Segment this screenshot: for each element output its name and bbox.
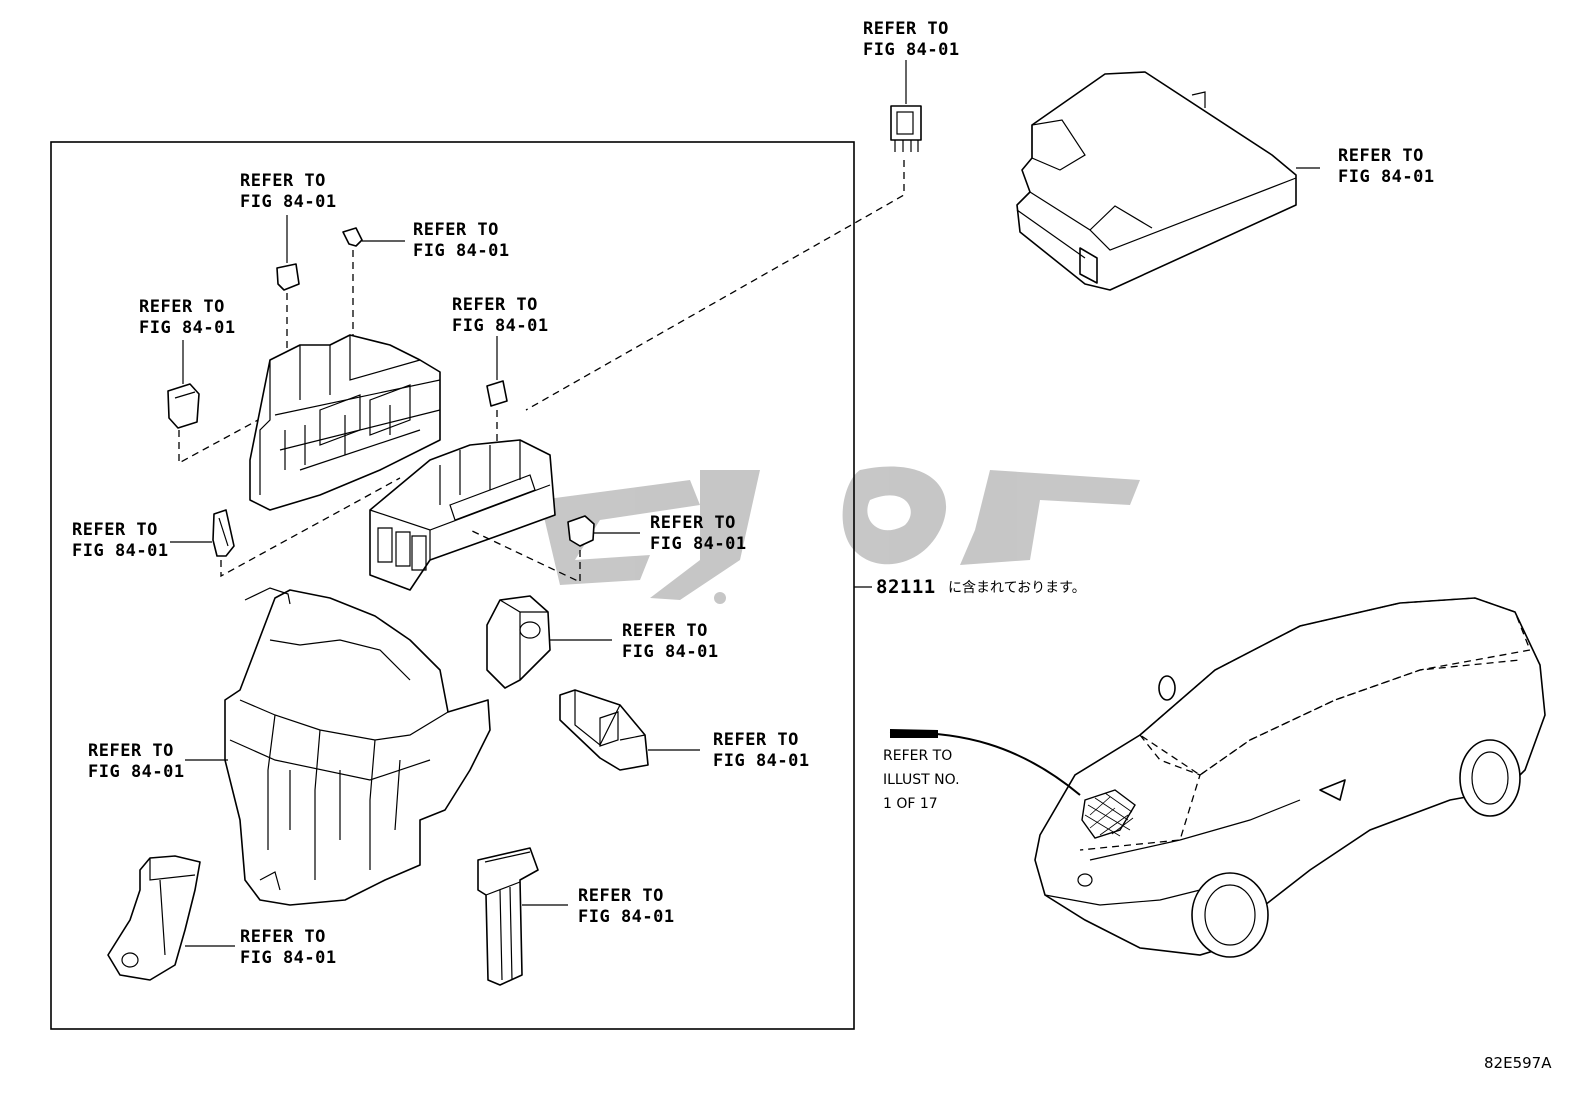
- callout-bracket-bottom-left: REFER TO FIG 84-01: [240, 927, 337, 968]
- callout-terminal-strip-line1: REFER TO: [578, 886, 664, 906]
- vehicle-ref-line3: 1 OF 17: [883, 796, 938, 812]
- connector-holder: [559, 689, 700, 771]
- callout-fuse-small-left: REFER TO FIG 84-01: [240, 171, 337, 212]
- callout-fuse-small-left-line2: FIG 84-01: [240, 192, 337, 212]
- callout-fuse-far-left-line2: FIG 84-01: [139, 318, 236, 338]
- part-note: に含まれております。: [948, 580, 1086, 596]
- fuse-small-left: [276, 215, 300, 350]
- callout-fuse-small-left-line1: REFER TO: [240, 171, 326, 191]
- callout-terminal-strip: REFER TO FIG 84-01: [578, 886, 675, 927]
- callout-connector-holder-line1: REFER TO: [713, 730, 799, 750]
- callout-bracket-bottom-left-line1: REFER TO: [240, 927, 326, 947]
- callout-connector-holder: REFER TO FIG 84-01: [713, 730, 810, 771]
- callout-clip-left-line1: REFER TO: [72, 520, 158, 540]
- fuse-center: [486, 336, 508, 445]
- callout-fuse-box-cover: REFER TO FIG 84-01: [1338, 146, 1435, 187]
- part-number-note: 82111 に含まれております。: [876, 576, 1086, 598]
- callout-box-lower-case: REFER TO FIG 84-01: [88, 741, 185, 782]
- callout-bracket-block-line2: FIG 84-01: [622, 642, 719, 662]
- callout-cover-line2: FIG 84-01: [1338, 167, 1435, 187]
- callout-top-relay: REFER TO FIG 84-01: [863, 19, 960, 60]
- vehicle-outline: [889, 597, 1546, 958]
- callout-puller-top-line1: REFER TO: [413, 220, 499, 240]
- callout-fuse-far-left: REFER TO FIG 84-01: [139, 297, 236, 338]
- box-lower-case: [185, 587, 491, 906]
- vehicle-reference: REFER TO ILLUST NO. 1 OF 17: [883, 748, 960, 812]
- callout-bracket-block: REFER TO FIG 84-01: [622, 621, 719, 662]
- fuse-right: [469, 515, 640, 584]
- callout-box-lower-case-line1: REFER TO: [88, 741, 174, 761]
- callout-box-lower-case-line2: FIG 84-01: [88, 762, 185, 782]
- callout-cover-line1: REFER TO: [1338, 146, 1424, 166]
- clip-left: [170, 477, 401, 578]
- callout-fuse-right: REFER TO FIG 84-01: [650, 513, 747, 554]
- callout-fuse-center: REFER TO FIG 84-01: [452, 295, 549, 336]
- part-number: 82111: [876, 576, 936, 598]
- callout-puller-top: REFER TO FIG 84-01: [413, 220, 510, 261]
- callout-connector-holder-line2: FIG 84-01: [713, 751, 810, 771]
- fuse-box-cover: [1016, 71, 1320, 291]
- vehicle-ref-line1: REFER TO: [883, 748, 952, 764]
- callout-fuse-center-line2: FIG 84-01: [452, 316, 549, 336]
- callout-terminal-strip-line2: FIG 84-01: [578, 907, 675, 927]
- callout-fuse-right-line1: REFER TO: [650, 513, 736, 533]
- callout-bracket-block-line1: REFER TO: [622, 621, 708, 641]
- bracket-bottom-left: [107, 855, 235, 981]
- callout-top-relay-line1: REFER TO: [863, 19, 949, 39]
- figure-id: 82E597A: [1484, 1054, 1552, 1072]
- callout-clip-left: REFER TO FIG 84-01: [72, 520, 169, 561]
- vehicle-ref-line2: ILLUST NO.: [883, 772, 960, 788]
- fuse-block-lower: [369, 439, 556, 591]
- callout-top-relay-line2: FIG 84-01: [863, 40, 960, 60]
- fuse-far-left: [167, 340, 259, 465]
- bracket-block: [486, 595, 612, 689]
- relay-top: [525, 60, 922, 411]
- callout-fuse-far-left-line1: REFER TO: [139, 297, 225, 317]
- fuse-block-upper: [249, 334, 441, 511]
- terminal-strip: [477, 847, 568, 986]
- watermark-logo: [540, 466, 1140, 604]
- callout-fuse-center-line1: REFER TO: [452, 295, 538, 315]
- group-frame: [50, 141, 855, 1030]
- fuse-puller-top: [342, 227, 405, 340]
- callout-bracket-bottom-left-line2: FIG 84-01: [240, 948, 337, 968]
- callout-fuse-right-line2: FIG 84-01: [650, 534, 747, 554]
- callout-clip-left-line2: FIG 84-01: [72, 541, 169, 561]
- callout-puller-top-line2: FIG 84-01: [413, 241, 510, 261]
